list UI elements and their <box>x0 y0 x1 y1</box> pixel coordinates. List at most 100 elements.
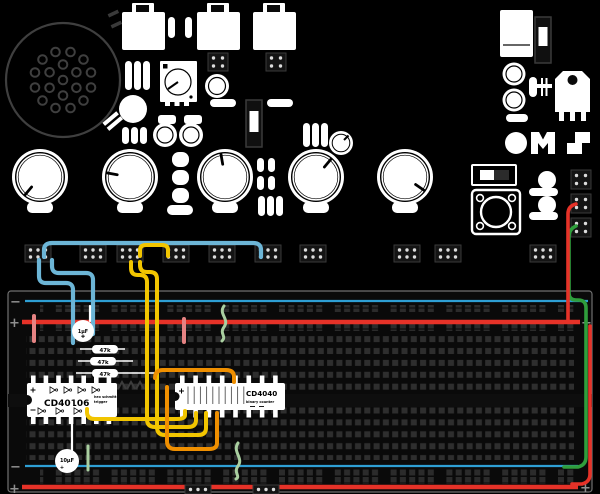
wire-yellow-long <box>138 260 208 437</box>
component-pill <box>172 152 189 167</box>
power-slide-switch <box>534 16 552 64</box>
speaker <box>4 21 122 139</box>
capacitor-ring <box>505 65 523 83</box>
component-pill <box>529 212 558 220</box>
wire-red-supply <box>566 202 592 486</box>
component-capacitors <box>119 62 556 214</box>
knob-potentiometer <box>377 149 433 213</box>
component-pill <box>172 170 189 185</box>
capacitor-ring <box>156 126 174 144</box>
voltage-regulator <box>555 71 590 121</box>
jumper-wires-green <box>86 304 242 481</box>
ic-label: CD40106 <box>44 399 89 409</box>
pin-header <box>252 484 280 494</box>
wire-yellow-u <box>85 407 187 421</box>
audio-jack <box>197 3 240 50</box>
knob-potentiometer <box>197 149 253 213</box>
ic-sublabel: binary counter <box>246 400 274 404</box>
resistor: 47k <box>76 369 155 378</box>
pin-header <box>207 52 229 72</box>
component-pill <box>267 99 293 107</box>
jumper-wires-pink <box>32 314 186 344</box>
component-pill <box>506 114 528 122</box>
component-pill <box>321 123 328 147</box>
component-pill <box>312 123 319 147</box>
pin-headers <box>24 52 592 494</box>
component-pill <box>143 61 150 90</box>
wire-yellow-bridge <box>138 243 170 258</box>
ic-sublabel: trigger <box>94 400 108 404</box>
component-pill <box>125 61 132 90</box>
component-pill <box>167 205 193 215</box>
pin-header <box>79 244 107 263</box>
component-pill <box>184 115 202 124</box>
wire-blue-drop <box>36 257 76 346</box>
component-pill <box>529 77 537 97</box>
ic-cd40106: CD40106 hex schmitt trigger <box>27 375 117 424</box>
pin-header <box>570 217 592 238</box>
rail-minus-label: − <box>10 460 21 475</box>
capacitor-value: 10µF <box>60 458 74 464</box>
component-pill <box>134 61 141 90</box>
component-capacitor <box>538 171 556 189</box>
pin-header <box>299 244 327 263</box>
ceramic-capacitor <box>536 78 552 96</box>
component-pill <box>276 196 283 216</box>
capacitor-value: 1µF <box>78 329 88 335</box>
pin-header <box>434 244 462 263</box>
resistor-value: 47k <box>97 360 109 366</box>
knob-row <box>12 149 433 213</box>
trimpot <box>160 61 197 106</box>
component-pill <box>185 17 192 38</box>
arrow-bolt-icon <box>102 111 124 131</box>
component-pill <box>258 196 265 216</box>
capacitor-ring <box>505 91 523 109</box>
component-pill <box>168 17 175 38</box>
component-pill <box>267 196 274 216</box>
push-button <box>470 188 522 236</box>
wire-orange-u <box>165 385 219 451</box>
component-pill <box>529 188 558 196</box>
component-pill <box>268 158 275 172</box>
capacitor-ring <box>207 76 227 96</box>
capacitor-electrolytic-10uF: 10µF + <box>55 402 79 473</box>
ic-label: CD4040 <box>246 389 277 398</box>
knob-potentiometer <box>12 149 68 213</box>
pin-header <box>265 52 287 72</box>
resistor: 47k <box>78 357 133 366</box>
component-capacitor <box>119 95 147 123</box>
pin-header <box>208 244 236 263</box>
resistor-value: 47k <box>99 348 111 354</box>
component-pill <box>257 158 264 172</box>
component-capacitor <box>538 196 556 214</box>
rail-plus-label: + <box>9 482 20 494</box>
audio-jack <box>122 3 165 50</box>
ic-sublabel: hex schmitt <box>94 395 117 399</box>
component-pill <box>140 127 147 144</box>
component-pill <box>303 123 310 147</box>
component-pill <box>131 127 138 144</box>
component-pill <box>122 127 129 144</box>
capacitor-polarity: + <box>60 465 64 471</box>
rail-plus-label: + <box>9 316 20 331</box>
component-pill <box>172 188 189 203</box>
capacitor-ring <box>182 126 200 144</box>
pin-header <box>184 484 212 494</box>
dc-power-jack <box>500 10 533 57</box>
slide-switch-vertical <box>245 99 263 148</box>
wires-yellow <box>85 243 208 437</box>
chevron-marks <box>117 379 145 390</box>
component-pill <box>268 176 275 190</box>
knob-potentiometer <box>102 149 158 213</box>
wire-yellow-long <box>129 260 198 429</box>
audio-jack <box>253 3 296 50</box>
tilde-marks <box>107 9 123 29</box>
pin-header <box>393 244 421 263</box>
resistor-value: 47k <box>99 372 111 378</box>
capacitor-electrolytic-1uF: 1µF <box>72 304 94 342</box>
pin-header <box>570 193 592 214</box>
component-pill <box>257 176 264 190</box>
wires-orange <box>153 368 236 451</box>
